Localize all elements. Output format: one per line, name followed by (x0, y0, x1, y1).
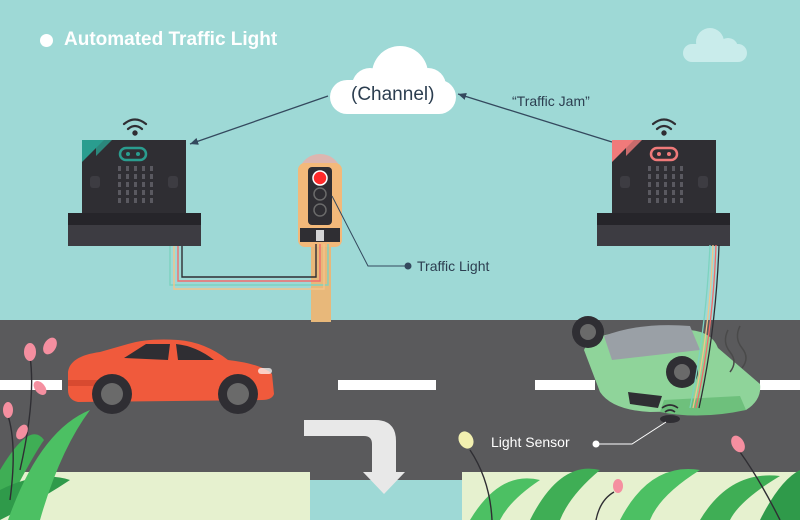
overturned-car (572, 316, 761, 416)
background-cloud-icon (683, 28, 747, 62)
turn-arrow-icon (304, 420, 405, 494)
microbit-right (597, 140, 730, 246)
wifi-icon (122, 118, 148, 136)
traffic-light (298, 154, 342, 322)
wires-right (689, 244, 720, 409)
light-sensor-label: Light Sensor (491, 434, 570, 450)
microbit-left (68, 140, 201, 246)
lane-marking (338, 380, 436, 390)
led-matrix-icon (648, 166, 683, 203)
title-bullet (40, 33, 53, 47)
right-plant (458, 431, 800, 520)
channel-label: (Channel) (351, 84, 435, 105)
traffic-light-label: Traffic Light (417, 258, 490, 274)
message-label: “Traffic Jam” (512, 93, 590, 109)
wires-left (169, 244, 329, 290)
channel-cloud-icon (330, 46, 456, 114)
diagram-title: Automated Traffic Light (40, 29, 277, 51)
light-sensor-callout (596, 421, 667, 445)
left-plant (0, 337, 90, 520)
callout-dot (592, 440, 600, 448)
orange-car (68, 339, 274, 414)
title-text: Automated Traffic Light (64, 29, 278, 50)
arrow-to-channel (457, 92, 613, 143)
wifi-icon (651, 118, 677, 136)
callout-dot (404, 262, 412, 270)
lane-marking (535, 380, 595, 390)
traffic-light-callout (331, 195, 408, 267)
led-matrix-icon (118, 166, 153, 203)
light-sensor-icon (660, 404, 680, 423)
lane-marking (760, 380, 800, 390)
arrow-to-left-board (189, 95, 329, 145)
